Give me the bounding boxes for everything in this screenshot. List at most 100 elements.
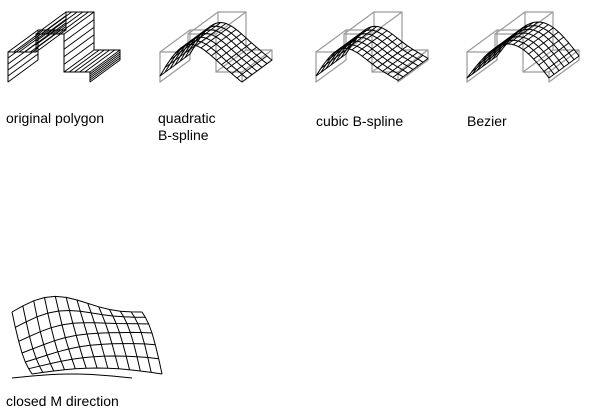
mesh-line xyxy=(497,24,529,48)
control-frame-edge xyxy=(159,29,191,53)
mesh-line xyxy=(205,29,237,52)
mesh-line xyxy=(89,57,121,81)
mesh-line xyxy=(63,19,95,43)
mesh-line xyxy=(7,35,39,59)
mesh-line xyxy=(79,49,111,73)
mesh-line xyxy=(471,48,503,72)
caption-closed-m-direction: closed M direction xyxy=(6,393,119,410)
mesh-line xyxy=(543,48,575,72)
cubic-bspline-mesh xyxy=(315,11,429,83)
control-frame-edge xyxy=(548,59,580,83)
caption-line: closed M direction xyxy=(6,393,119,409)
mesh-line xyxy=(63,11,95,35)
caption-line: B-spline xyxy=(158,127,209,143)
figure-bezier xyxy=(465,4,587,109)
mesh-line xyxy=(466,55,498,79)
mesh-line xyxy=(190,22,222,45)
mesh-line xyxy=(89,59,121,83)
mesh-line xyxy=(63,26,95,50)
mesh-line xyxy=(325,38,357,62)
mesh-line xyxy=(522,27,554,51)
control-frame-edge xyxy=(215,49,247,73)
control-frame-edge xyxy=(397,59,429,83)
control-frame-edge xyxy=(345,11,429,60)
control-frame-edge xyxy=(343,29,375,53)
control-frame-edge xyxy=(215,11,247,35)
mesh-line xyxy=(87,303,109,369)
control-frame-edge xyxy=(159,59,191,83)
mesh-line xyxy=(226,46,258,70)
figure-closed-m-direction xyxy=(4,292,174,392)
mesh-line xyxy=(109,309,130,370)
mesh-edge xyxy=(7,33,91,82)
quadratic-bspline-mesh xyxy=(159,11,273,83)
mesh-line xyxy=(84,49,116,73)
caption-bezier: Bezier xyxy=(467,113,507,130)
mesh-line xyxy=(538,42,570,66)
mesh-line xyxy=(68,49,100,73)
control-frame-edge xyxy=(466,29,498,53)
mesh-line xyxy=(492,27,524,51)
mesh-line xyxy=(98,306,120,369)
mesh-line xyxy=(119,310,141,372)
caption-cubic-bspline: cubic B-spline xyxy=(316,113,403,130)
mesh-line xyxy=(89,49,121,73)
mesh-line xyxy=(11,295,143,313)
caption-line: cubic B-spline xyxy=(316,113,404,129)
mesh-edge xyxy=(37,11,121,60)
mesh-line xyxy=(89,53,121,77)
mesh-line xyxy=(221,42,252,66)
mesh-line xyxy=(31,367,163,375)
mesh-line xyxy=(377,45,408,69)
mesh-line xyxy=(54,296,76,369)
mesh-line xyxy=(7,53,39,77)
figure-cubic-bspline xyxy=(312,4,442,109)
mesh-line xyxy=(7,59,39,83)
mesh-line xyxy=(44,297,65,370)
mesh-line xyxy=(512,22,544,46)
mesh-line xyxy=(65,297,87,369)
mesh-line xyxy=(502,22,534,46)
mesh-line xyxy=(371,41,403,65)
caption-original-polygon: original polygon xyxy=(6,110,104,127)
mesh-line xyxy=(231,51,263,75)
mesh-line xyxy=(185,22,217,46)
mesh-line xyxy=(533,36,565,60)
mesh-line xyxy=(164,45,196,68)
control-frame-edge xyxy=(522,49,554,73)
mesh-line xyxy=(356,30,388,54)
mesh-line xyxy=(507,21,539,45)
control-frame-edge xyxy=(187,11,219,35)
control-frame-edge xyxy=(522,11,554,35)
mesh-line xyxy=(63,49,95,73)
control-frame-edge xyxy=(397,49,429,73)
control-frame-edge xyxy=(241,49,273,73)
mesh-line xyxy=(397,58,429,81)
mesh-edge xyxy=(11,373,133,379)
mesh-line xyxy=(63,41,95,65)
mesh-line xyxy=(320,45,352,69)
figure-original-polygon xyxy=(4,4,134,109)
mesh-line xyxy=(89,51,121,75)
control-frame-edge xyxy=(189,11,273,60)
mesh-line xyxy=(517,24,549,48)
control-frame-edge xyxy=(315,59,347,83)
mesh-line xyxy=(33,300,55,372)
mesh-line xyxy=(7,29,39,53)
mesh-line xyxy=(346,26,378,49)
original-polygon-mesh xyxy=(7,11,121,83)
mesh-line xyxy=(215,37,247,61)
mesh-line xyxy=(76,299,98,369)
closed-m-direction-mesh xyxy=(11,295,163,379)
control-frame-edge xyxy=(548,49,580,73)
mesh-line xyxy=(341,26,373,50)
caption-line: quadratic xyxy=(158,110,216,126)
mesh-line xyxy=(336,28,367,52)
mesh-line xyxy=(200,25,232,49)
caption-quadratic-bspline: quadratic B-spline xyxy=(158,110,216,144)
mesh-line xyxy=(315,53,347,77)
mesh-line xyxy=(180,25,211,49)
mesh-line xyxy=(159,53,191,77)
control-frame-edge xyxy=(315,33,399,82)
mesh-line xyxy=(130,311,152,373)
